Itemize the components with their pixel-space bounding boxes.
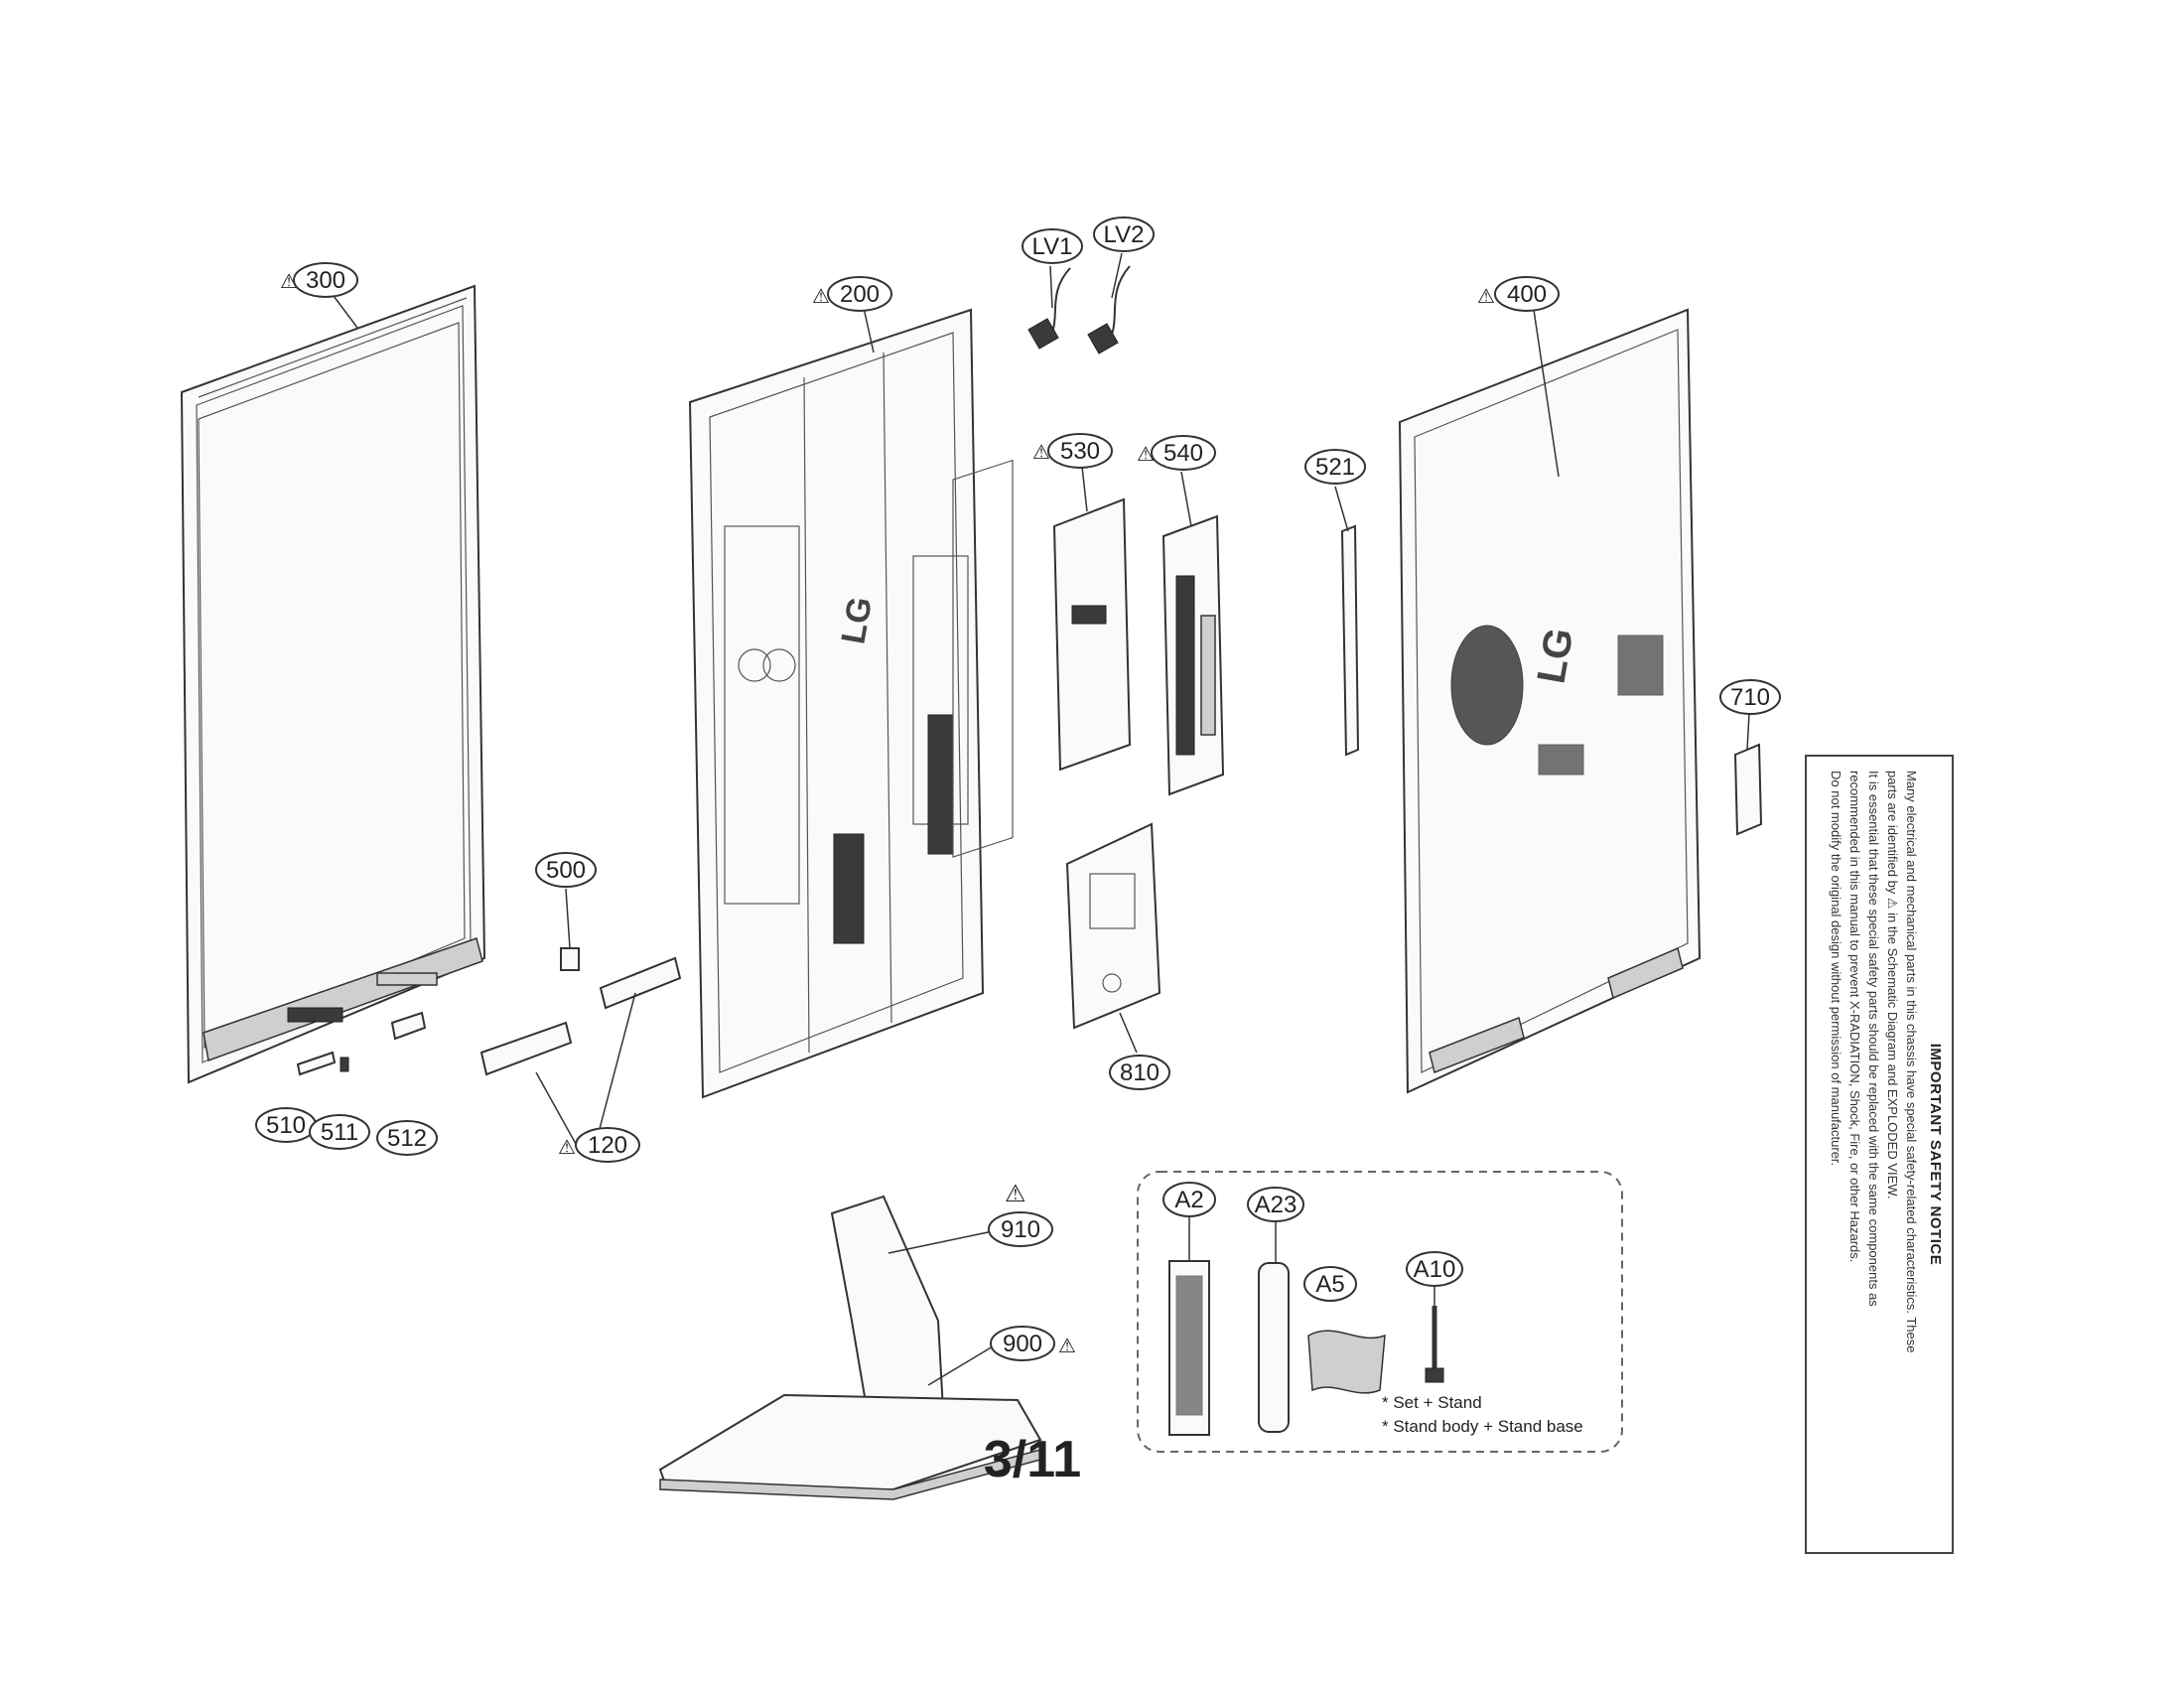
svg-text:900: 900 — [1003, 1331, 1042, 1357]
label-900: 900 ⚠ — [990, 1326, 1076, 1361]
safety-notice-title: IMPORTANT SAFETY NOTICE — [1927, 1043, 1944, 1266]
svg-text:510: 510 — [266, 1112, 306, 1139]
label-512: 512 — [376, 1120, 438, 1156]
svg-text:530: 530 — [1060, 438, 1100, 465]
board-530 — [1052, 497, 1132, 772]
svg-text:521: 521 — [1315, 454, 1355, 481]
accessories-box — [1137, 1171, 1623, 1453]
label-910: ⚠ 910 — [988, 1181, 1053, 1247]
page-number: 3/11 — [983, 1431, 1082, 1488]
svg-text:A10: A10 — [1414, 1256, 1456, 1283]
back-cover-400 — [1398, 308, 1702, 1094]
label-200: ⚠ 200 — [812, 276, 892, 312]
strip-521 — [1340, 524, 1360, 757]
svg-text:910: 910 — [1001, 1216, 1040, 1243]
warning-icon: ⚠ — [558, 1137, 576, 1159]
svg-text:511: 511 — [321, 1119, 358, 1146]
safety-notice-line: recommended in this manual to prevent X-… — [1847, 771, 1862, 1263]
label-530: ⚠ 530 — [1032, 433, 1113, 469]
warning-icon: ⚠ — [1005, 1181, 1026, 1207]
small-parts-bottom — [296, 947, 682, 1076]
label-lv2: LV2 — [1093, 216, 1155, 252]
svg-text:A5: A5 — [1315, 1271, 1344, 1298]
svg-text:120: 120 — [588, 1132, 627, 1159]
svg-text:500: 500 — [546, 857, 586, 884]
svg-text:710: 710 — [1730, 684, 1770, 711]
bracket-810 — [1065, 822, 1161, 1030]
front-bezel-300 — [180, 284, 486, 1084]
lvds-cables — [1027, 265, 1131, 354]
board-540 — [1161, 514, 1225, 796]
part-710 — [1733, 743, 1763, 836]
note-set-stand: * Set + Stand — [1382, 1393, 1482, 1412]
svg-text:A2: A2 — [1174, 1187, 1203, 1213]
back-cover-logo: LG — [1530, 625, 1582, 686]
warning-icon: ⚠ — [1032, 442, 1050, 464]
label-a23: A23 — [1247, 1187, 1304, 1222]
label-a5: A5 — [1303, 1266, 1357, 1302]
warning-icon: ⚠ — [1137, 444, 1155, 466]
svg-text:400: 400 — [1507, 281, 1547, 308]
safety-notice-line: parts are identified by ⚠ in the Schemat… — [1885, 771, 1900, 1199]
warning-icon: ⚠ — [280, 271, 298, 293]
label-521: 521 — [1304, 449, 1366, 485]
label-810: 810 — [1109, 1055, 1170, 1090]
cloth-a5 — [1307, 1330, 1386, 1394]
warning-icon: ⚠ — [1477, 286, 1495, 308]
part-labels: ⚠ 300 ⚠ 200 LV1 LV2 ⚠ 400 ⚠ 530 ⚠ — [255, 216, 1781, 1361]
leader-lines — [327, 252, 1750, 1386]
label-a2: A2 — [1162, 1182, 1216, 1217]
svg-text:LV2: LV2 — [1104, 221, 1145, 248]
safety-notice-line: Do not modify the original design withou… — [1829, 771, 1843, 1167]
warning-icon: ⚠ — [1058, 1336, 1076, 1357]
svg-text:LV1: LV1 — [1032, 233, 1073, 260]
safety-notice-line: It is essential that these special safet… — [1866, 771, 1881, 1307]
remote-a23 — [1258, 1262, 1290, 1433]
label-300: ⚠ 300 — [280, 262, 358, 298]
label-510: 510 — [255, 1107, 317, 1143]
label-540: ⚠ 540 — [1137, 435, 1216, 471]
svg-text:300: 300 — [306, 267, 345, 294]
stand-assembly — [658, 1195, 1042, 1500]
label-500: 500 — [535, 852, 597, 888]
chassis-frame-200 — [688, 308, 1014, 1099]
label-710: 710 — [1719, 679, 1781, 715]
safety-notice-content: IMPORTANT SAFETY NOTICE Many electrical … — [1805, 755, 1954, 1554]
chassis-logo: LG — [834, 594, 880, 646]
label-120: ⚠ 120 — [558, 1127, 640, 1163]
label-a10: A10 — [1406, 1251, 1463, 1287]
safety-notice-box: IMPORTANT SAFETY NOTICE Many electrical … — [1805, 755, 1954, 1554]
svg-text:A23: A23 — [1255, 1192, 1297, 1218]
label-400: ⚠ 400 — [1477, 276, 1560, 312]
svg-text:512: 512 — [387, 1125, 427, 1152]
svg-text:540: 540 — [1163, 440, 1203, 467]
svg-text:200: 200 — [840, 281, 880, 308]
note-stand-body: * Stand body + Stand base — [1382, 1417, 1583, 1436]
label-lv1: LV1 — [1022, 228, 1083, 264]
safety-notice-line: Many electrical and mechanical parts in … — [1904, 771, 1919, 1353]
svg-text:810: 810 — [1120, 1059, 1160, 1086]
label-511: 511 — [309, 1114, 370, 1150]
warning-icon: ⚠ — [812, 286, 830, 308]
